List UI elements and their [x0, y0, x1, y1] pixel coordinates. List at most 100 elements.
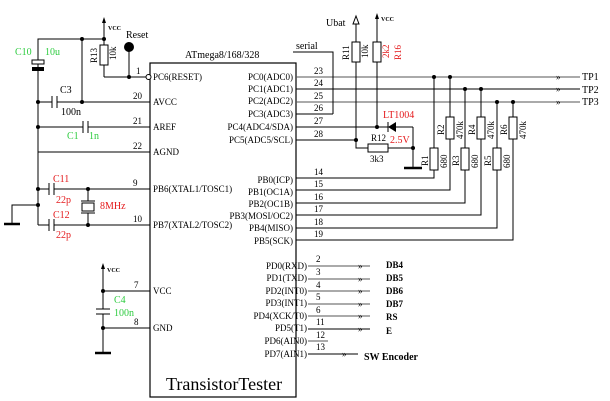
- vcc-label: VCC: [381, 17, 394, 23]
- r5-name: R5: [483, 155, 493, 166]
- pin-number: 10: [133, 214, 143, 224]
- pin-number: 21: [133, 116, 142, 126]
- pin-label: PD7(AIN1): [265, 349, 308, 359]
- r13-value: 10k: [108, 46, 118, 60]
- pin-label: PD4(XCK/T0): [254, 311, 308, 321]
- pin-label: AGND: [153, 147, 179, 157]
- tp-arrow: »: [556, 84, 561, 94]
- voltage-label: 2.5V: [390, 135, 411, 146]
- pin-number: 24: [314, 78, 324, 88]
- pin-label: PC0(ADC0): [248, 72, 293, 82]
- resistor-r11: [351, 41, 361, 63]
- c1-name: C1: [67, 131, 79, 142]
- c12-value: 22p: [56, 230, 71, 241]
- pin-label: PC6(RESET): [153, 72, 202, 82]
- r3-value: 680: [470, 154, 480, 168]
- r16-name: R16: [393, 44, 403, 60]
- c10-name: C10: [15, 47, 32, 58]
- r3-name: R3: [451, 155, 461, 166]
- resistor-r3: [460, 147, 470, 171]
- pin-number: 26: [314, 103, 324, 113]
- pin-number: 27: [314, 116, 324, 126]
- pin-number: 1: [136, 66, 141, 76]
- pin-label: GND: [153, 323, 173, 333]
- crystal-section: C11 22p C12 22p 8MHz: [4, 174, 126, 241]
- tp3-label: TP3: [582, 97, 599, 108]
- pin-label: PD0(RXD): [266, 261, 307, 271]
- resistor-r2: [445, 116, 455, 140]
- lt1004-label: LT1004: [383, 110, 414, 121]
- pin-number: 12: [316, 330, 325, 340]
- pin-label: AVCC: [153, 97, 177, 107]
- pin-label: AREF: [153, 122, 176, 132]
- pin-label: PB1(OC1A): [248, 187, 293, 197]
- pin-number: 22: [133, 141, 142, 151]
- decoupling-section: VCC C4 100n: [95, 263, 134, 355]
- r1-value: 680: [439, 154, 449, 168]
- output-sw-encoder: SW Encoder: [364, 352, 419, 363]
- c3-value: 100n: [61, 107, 81, 118]
- arrow: »: [358, 261, 363, 271]
- tp-resistors: R1 680 R2 470k R3 680 R4 470k R5 680 R6 …: [420, 116, 528, 171]
- r11-name: R11: [341, 45, 351, 60]
- r1-name: R1: [420, 155, 430, 166]
- output-db4: DB4: [386, 260, 404, 270]
- pin-number: 17: [314, 204, 324, 214]
- pin-label: PD5(T1): [275, 323, 307, 333]
- arrow: »: [358, 311, 363, 321]
- pin-label: PD2(INT0): [266, 286, 308, 296]
- c1-value: 1n: [89, 131, 99, 142]
- pin-number: 19: [314, 229, 324, 239]
- output-db7: DB7: [386, 299, 404, 309]
- serial-label: serial: [296, 41, 318, 52]
- test-points: » » » TP1 TP2 TP3: [556, 72, 599, 108]
- pin-number: 23: [314, 66, 324, 76]
- arrow: »: [358, 274, 363, 284]
- output-db5: DB5: [386, 273, 404, 283]
- tp2-label: TP2: [582, 85, 599, 96]
- pin-label: PB5(SCK): [254, 236, 293, 246]
- power-section: VCC R13 10k Reset C10 10u C3 100n C1 1n: [15, 17, 148, 207]
- pin-label: PB4(MISO): [249, 223, 293, 233]
- pin-label: PD1(TXD): [267, 273, 308, 283]
- ubat-label: Ubat: [326, 18, 346, 29]
- r5-value: 680: [502, 154, 512, 168]
- arrow: »: [358, 324, 363, 334]
- pin-label: PB0(ICP): [257, 175, 293, 185]
- chip-name: ATmega8/168/328: [185, 50, 259, 61]
- vcc-label: VCC: [108, 26, 121, 32]
- pin-label: PD6(AIN0): [265, 336, 308, 346]
- pin-number: 15: [314, 179, 324, 189]
- resistor-r5: [492, 147, 502, 171]
- pin-number: 25: [314, 91, 324, 101]
- c4-value: 100n: [114, 308, 134, 319]
- c11-value: 22p: [56, 195, 71, 206]
- pin-number: 8: [134, 317, 139, 327]
- diagram-title: TransistorTester: [166, 374, 282, 394]
- r6-name: R6: [499, 124, 509, 135]
- tp1-label: TP1: [582, 72, 599, 83]
- resistor-r1: [429, 147, 439, 171]
- pin-number: 2: [316, 254, 321, 264]
- pin-number: 16: [314, 192, 324, 202]
- pin-label: VCC: [153, 286, 172, 296]
- chip-body: [149, 62, 297, 398]
- vcc-label: VCC: [107, 268, 120, 274]
- output-db6: DB6: [386, 286, 404, 296]
- c12-name: C12: [53, 210, 70, 221]
- arrow: »: [358, 286, 363, 296]
- r16-value: 2k2: [381, 45, 391, 59]
- pin-number: 14: [314, 167, 324, 177]
- pin-number: 9: [133, 178, 138, 188]
- r4-value: 470k: [486, 121, 496, 140]
- r11-value: 10k: [360, 44, 370, 58]
- left-pins: 1 PC6(RESET) 20 AVCC 21 AREF 22 AGND 9 P…: [38, 66, 232, 333]
- pin-number: 4: [316, 280, 321, 290]
- r4-name: R4: [467, 124, 477, 135]
- pin-number: 11: [316, 317, 325, 327]
- pin-number: 18: [314, 217, 324, 227]
- pin-number: 20: [133, 91, 143, 101]
- output-rs: RS: [386, 312, 398, 322]
- r12-name: R12: [371, 133, 386, 143]
